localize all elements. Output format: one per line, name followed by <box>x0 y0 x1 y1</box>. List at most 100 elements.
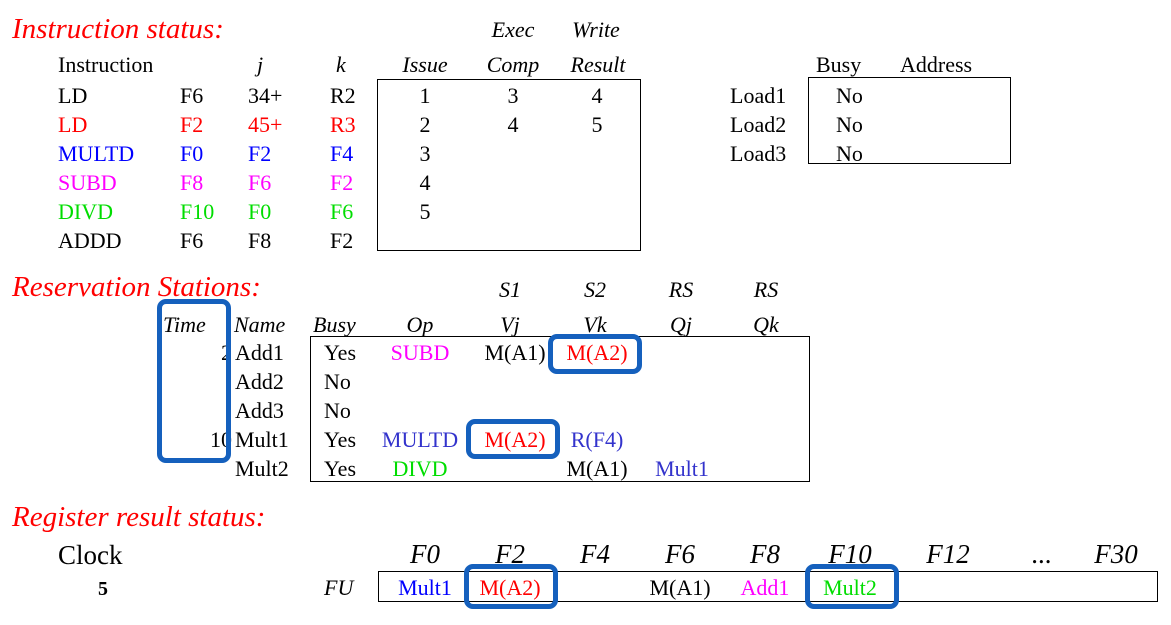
instr-dest: F2 <box>180 112 204 137</box>
rs-busy: Yes <box>324 456 357 481</box>
register-header: F10 <box>828 539 872 569</box>
load-name: Load3 <box>730 141 787 166</box>
instr-j: 34+ <box>248 83 283 108</box>
mult1-vj-highlight <box>466 419 560 459</box>
instr-issue: 3 <box>419 141 431 166</box>
header-instruction: Instruction <box>58 52 154 77</box>
load-busy: No <box>836 83 863 108</box>
header-result: Result <box>570 52 626 77</box>
instr-op: ADDD <box>58 228 122 253</box>
rs-busy: No <box>324 398 351 423</box>
rs-name: Add2 <box>235 369 284 394</box>
register-status-box <box>378 571 1158 602</box>
instr-exec: 3 <box>507 83 519 108</box>
instr-j: F8 <box>248 228 272 253</box>
rs-busy: No <box>324 369 351 394</box>
rs-vj: M(A1) <box>484 340 546 365</box>
fu-label: FU <box>324 575 354 600</box>
rs-qj: Mult1 <box>655 456 709 481</box>
header-busy-load: Busy <box>816 52 862 77</box>
instr-k: R3 <box>330 112 356 137</box>
header-rs-qk: RS <box>753 277 779 302</box>
header-write: Write <box>572 17 620 42</box>
rs-name: Add3 <box>235 398 284 423</box>
reservation-stations-title: Reservation Stations: <box>12 271 261 303</box>
rs-name: Mult2 <box>235 456 289 481</box>
instr-k: F2 <box>330 170 354 195</box>
instr-j: F0 <box>248 199 272 224</box>
instr-k: F4 <box>330 141 354 166</box>
instr-k: F6 <box>330 199 354 224</box>
load-name: Load2 <box>730 112 787 137</box>
header-issue: Issue <box>402 52 448 77</box>
instr-dest: F6 <box>180 83 204 108</box>
header-vk: Vk <box>583 312 607 337</box>
instr-k: R2 <box>330 83 356 108</box>
instr-j: F2 <box>248 141 272 166</box>
register-header: F12 <box>926 539 970 569</box>
instr-issue: 5 <box>419 199 431 224</box>
load-name: Load1 <box>730 83 787 108</box>
header-name: Name <box>234 312 286 337</box>
instr-write: 5 <box>591 112 603 137</box>
instr-dest: F0 <box>180 141 204 166</box>
instr-dest: F8 <box>180 170 204 195</box>
register-header: F4 <box>580 539 610 569</box>
register-result-status-title: Register result status: <box>12 501 266 533</box>
register-header: F8 <box>750 539 780 569</box>
register-header: F6 <box>665 539 695 569</box>
clock-label: Clock <box>58 540 123 570</box>
header-address: Address <box>900 52 973 77</box>
rs-busy: Yes <box>324 340 357 365</box>
register-fu: M(A1) <box>649 575 711 600</box>
instr-write: 4 <box>591 83 603 108</box>
rs-vk: M(A1) <box>566 456 628 481</box>
rs-busy: Yes <box>324 427 357 452</box>
rs-name: Mult1 <box>235 427 289 452</box>
header-qj: Qj <box>670 312 692 337</box>
load-busy: No <box>836 112 863 137</box>
instr-op: SUBD <box>58 170 117 195</box>
register-header: ... <box>1031 539 1053 569</box>
header-vj: Vj <box>500 312 520 337</box>
rs-op: DIVD <box>392 456 448 481</box>
load-buffers-box <box>808 77 1011 164</box>
instr-issue: 1 <box>419 83 431 108</box>
header-rs-qj: RS <box>668 277 694 302</box>
instr-exec: 4 <box>507 112 519 137</box>
instr-issue: 2 <box>419 112 431 137</box>
rs-op: SUBD <box>390 340 450 365</box>
instr-j: 45+ <box>248 112 283 137</box>
f2-fu-highlight <box>464 564 558 609</box>
f10-fu-highlight <box>805 564 899 609</box>
instr-op: DIVD <box>58 199 113 224</box>
instr-op: LD <box>58 83 88 108</box>
rs-vj: M(A2) <box>484 427 546 452</box>
register-header: F2 <box>495 539 525 569</box>
instr-op: LD <box>58 112 88 137</box>
header-s2: S2 <box>584 277 606 302</box>
instr-issue: 4 <box>419 170 431 195</box>
register-fu: Mult2 <box>823 575 877 600</box>
register-header: F30 <box>1094 539 1138 569</box>
instruction-status-box <box>377 79 641 251</box>
header-comp: Comp <box>486 52 540 77</box>
register-fu: Mult1 <box>398 575 452 600</box>
register-fu: Add1 <box>740 575 790 600</box>
instr-dest: F6 <box>180 228 204 253</box>
header-s1: S1 <box>499 277 521 302</box>
header-j: j <box>257 52 264 77</box>
load-busy: No <box>836 141 863 166</box>
header-k: k <box>336 52 346 77</box>
instruction-status-title: Instruction status: <box>12 13 224 45</box>
header-op: Op <box>406 312 434 337</box>
rs-op: MULTD <box>381 427 459 452</box>
instr-k: F2 <box>330 228 354 253</box>
clock-value: 5 <box>98 578 108 600</box>
instr-j: F6 <box>248 170 272 195</box>
header-exec: Exec <box>491 17 535 42</box>
header-busy: Busy <box>313 312 356 337</box>
rs-vk: R(F4) <box>570 427 624 452</box>
time-column-highlight <box>157 299 231 463</box>
